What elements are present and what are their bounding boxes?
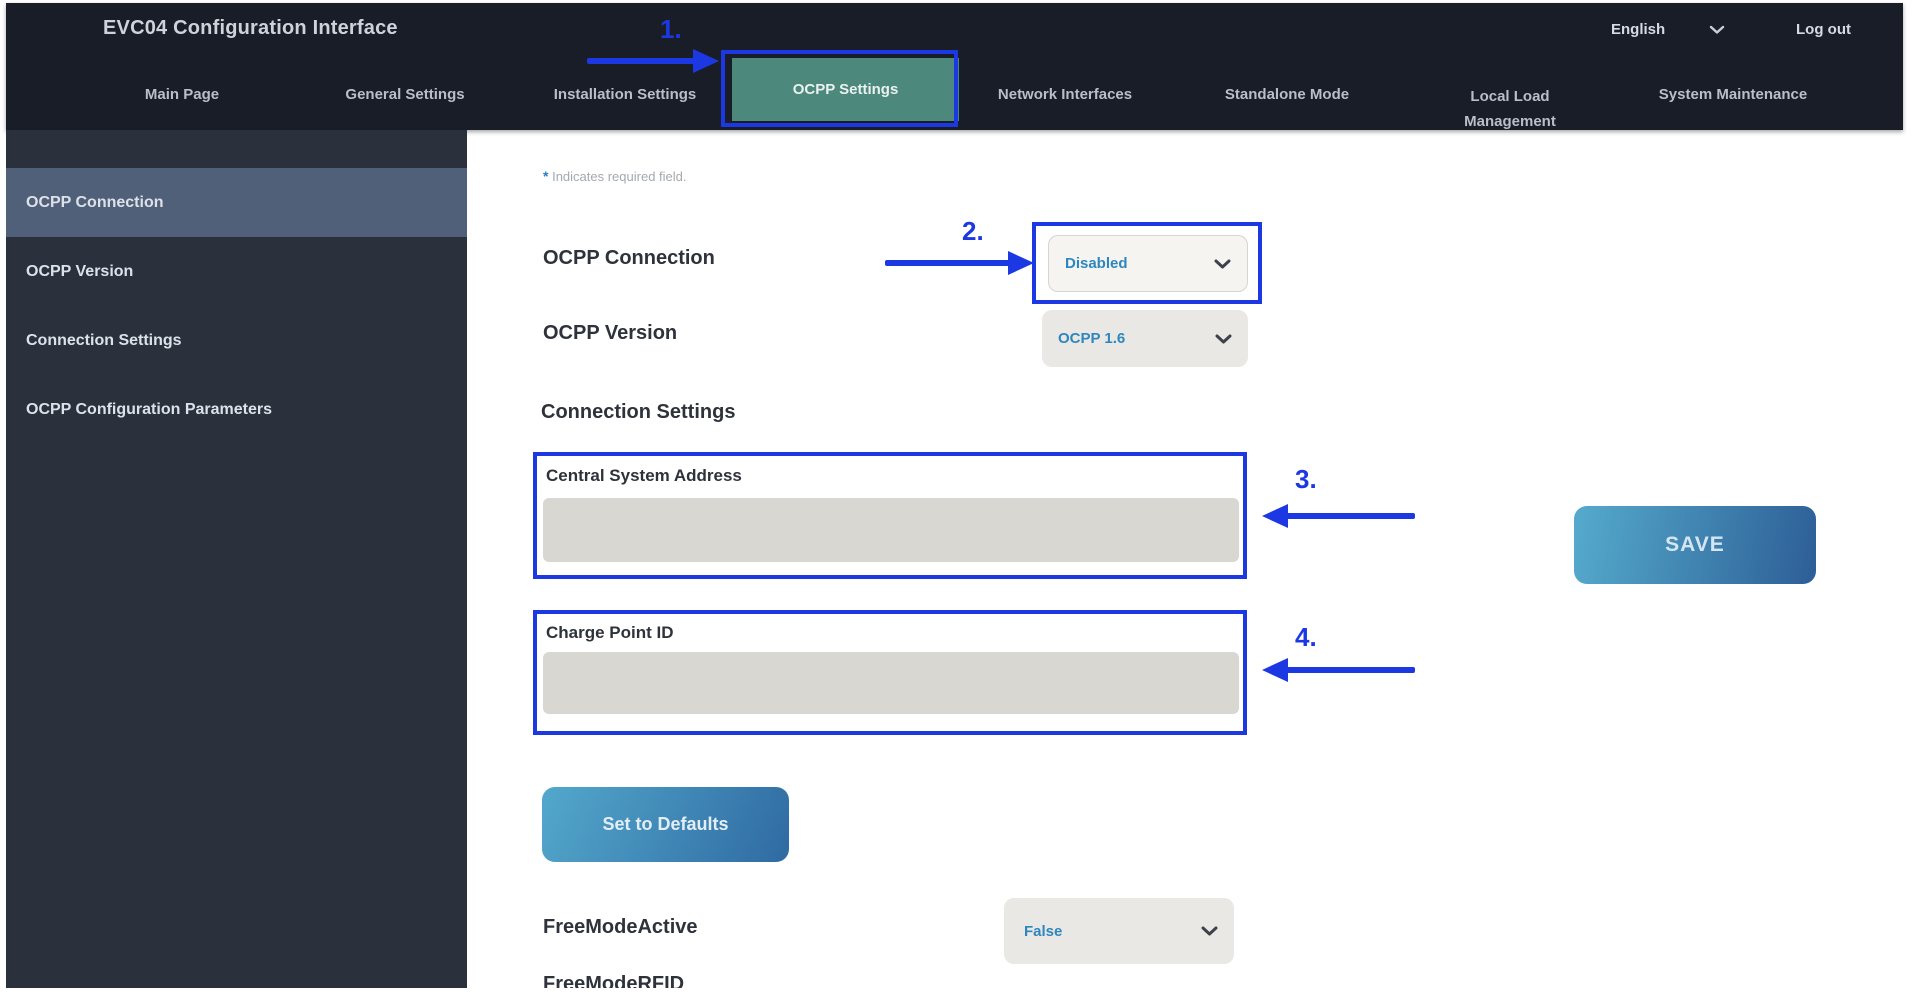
free-mode-active-label: FreeModeActive [543,916,698,938]
annotation-box-2 [1032,222,1262,304]
annotation-arrow-4-line [1285,667,1415,673]
annotation-arrow-2-line [885,260,1013,266]
annotation-box-3 [533,452,1247,579]
ocpp-connection-label: OCPP Connection [543,247,715,269]
ocpp-version-label: OCPP Version [543,322,678,344]
required-note-text: Indicates required field. [552,169,687,184]
bottom-margin [0,988,1920,997]
annotation-step-4: 4. [1295,622,1317,652]
tab-ocpp-settings[interactable]: OCPP Settings [732,58,959,121]
central-system-address-input[interactable] [543,498,1239,562]
save-button[interactable]: SAVE [1574,506,1816,584]
chevron-down-icon [1201,926,1218,936]
logout-button[interactable]: Log out [1796,21,1851,38]
annotation-box-4 [533,610,1247,735]
tab-installation-settings[interactable]: Installation Settings [553,86,697,103]
ocpp-version-value: OCPP 1.6 [1058,330,1126,347]
sidebar-item-ocpp-connection[interactable]: OCPP Connection [6,168,467,237]
required-field-note: * Indicates required field. [543,168,687,184]
ocpp-connection-value: Disabled [1065,255,1128,272]
sidebar-item-ocpp-version[interactable]: OCPP Version [26,262,134,280]
tab-general-settings[interactable]: General Settings [345,86,465,103]
tab-network-interfaces[interactable]: Network Interfaces [997,86,1133,103]
tab-standalone-mode[interactable]: Standalone Mode [1224,86,1350,103]
annotation-arrow-3-line [1285,513,1415,519]
page-title: EVC04 Configuration Interface [103,17,398,39]
charge-point-id-input[interactable] [543,652,1239,714]
chevron-down-icon [1214,259,1231,268]
central-system-address-label: Central System Address [546,466,742,485]
sidebar-item-connection-settings[interactable]: Connection Settings [26,331,182,349]
tab-system-maintenance[interactable]: System Maintenance [1658,86,1808,103]
annotation-arrow-3-head [1262,504,1288,528]
free-mode-active-select[interactable]: False [1004,898,1234,964]
connection-settings-heading: Connection Settings [541,401,736,423]
annotation-step-1: 1. [660,14,682,44]
ocpp-connection-select[interactable]: Disabled [1048,235,1248,292]
chevron-down-icon [1709,25,1725,34]
tab-local-load-management[interactable]: Local Load Management [1464,88,1556,130]
language-label: English [1611,21,1666,38]
chevron-down-icon [1215,334,1232,343]
ocpp-version-select[interactable]: OCPP 1.6 [1042,310,1248,367]
annotation-arrow-1-line [587,58,697,64]
annotation-arrow-4-head [1262,658,1288,682]
set-to-defaults-button[interactable]: Set to Defaults [542,787,789,862]
free-mode-active-value: False [1024,922,1063,940]
annotation-step-2: 2. [962,216,984,246]
annotation-box-1 [721,50,958,127]
sidebar-item-ocpp-configuration-parameters[interactable]: OCPP Configuration Parameters [26,400,272,418]
annotation-arrow-2-head [1008,251,1034,275]
annotation-arrow-1-head [693,49,719,73]
tab-main-page[interactable]: Main Page [144,86,220,103]
sidebar: OCPP Connection OCPP Version Connection … [6,130,467,988]
required-asterisk: * [543,168,549,184]
language-selector[interactable]: English [1611,21,1725,38]
annotation-step-3: 3. [1295,464,1317,494]
charge-point-id-label: Charge Point ID [546,623,674,642]
